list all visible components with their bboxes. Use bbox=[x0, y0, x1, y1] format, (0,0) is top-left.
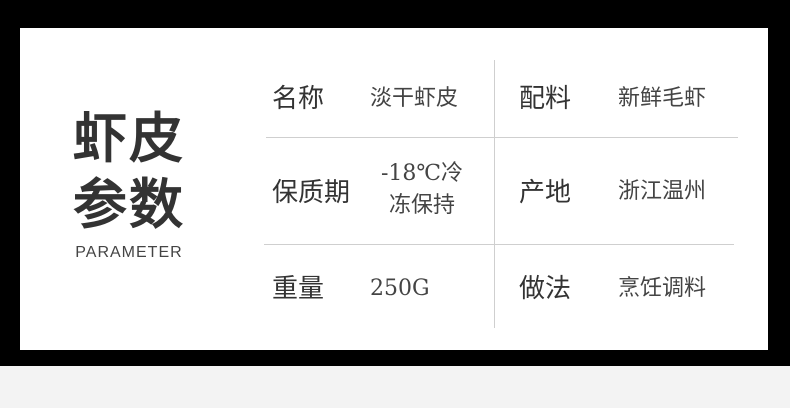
value-ingredients: 新鲜毛虾 bbox=[618, 86, 707, 111]
value-shelf-life: -18℃冷 冻保持 bbox=[372, 158, 472, 222]
row-divider-1 bbox=[266, 137, 738, 138]
label-origin: 产地 bbox=[519, 178, 572, 208]
value-shelf-life-line-1: -18℃冷 bbox=[380, 161, 464, 186]
label-method: 做法 bbox=[519, 274, 572, 304]
value-name: 淡干虾皮 bbox=[370, 86, 459, 111]
label-name: 名称 bbox=[272, 84, 325, 114]
value-origin: 浙江温州 bbox=[618, 179, 707, 204]
value-shelf-life-line-2: 冻保持 bbox=[388, 193, 455, 218]
value-weight: 250G bbox=[370, 276, 430, 301]
heading-block: 虾皮 参数 PARAMETER bbox=[64, 106, 194, 262]
label-weight: 重量 bbox=[272, 274, 325, 304]
value-method: 烹饪调料 bbox=[618, 276, 707, 301]
label-ingredients: 配料 bbox=[519, 84, 572, 114]
label-shelf-life: 保质期 bbox=[272, 178, 351, 208]
column-divider bbox=[494, 60, 495, 328]
footer-strip bbox=[0, 366, 790, 408]
parameter-card: 虾皮 参数 PARAMETER 名称 淡干虾皮 配料 新鲜毛虾 保质期 -18℃… bbox=[20, 28, 768, 350]
row-divider-2 bbox=[264, 244, 734, 245]
heading-line-1: 虾皮 bbox=[73, 107, 185, 170]
heading-line-2: 参数 bbox=[73, 173, 185, 236]
heading-subtitle: PARAMETER bbox=[75, 244, 183, 261]
